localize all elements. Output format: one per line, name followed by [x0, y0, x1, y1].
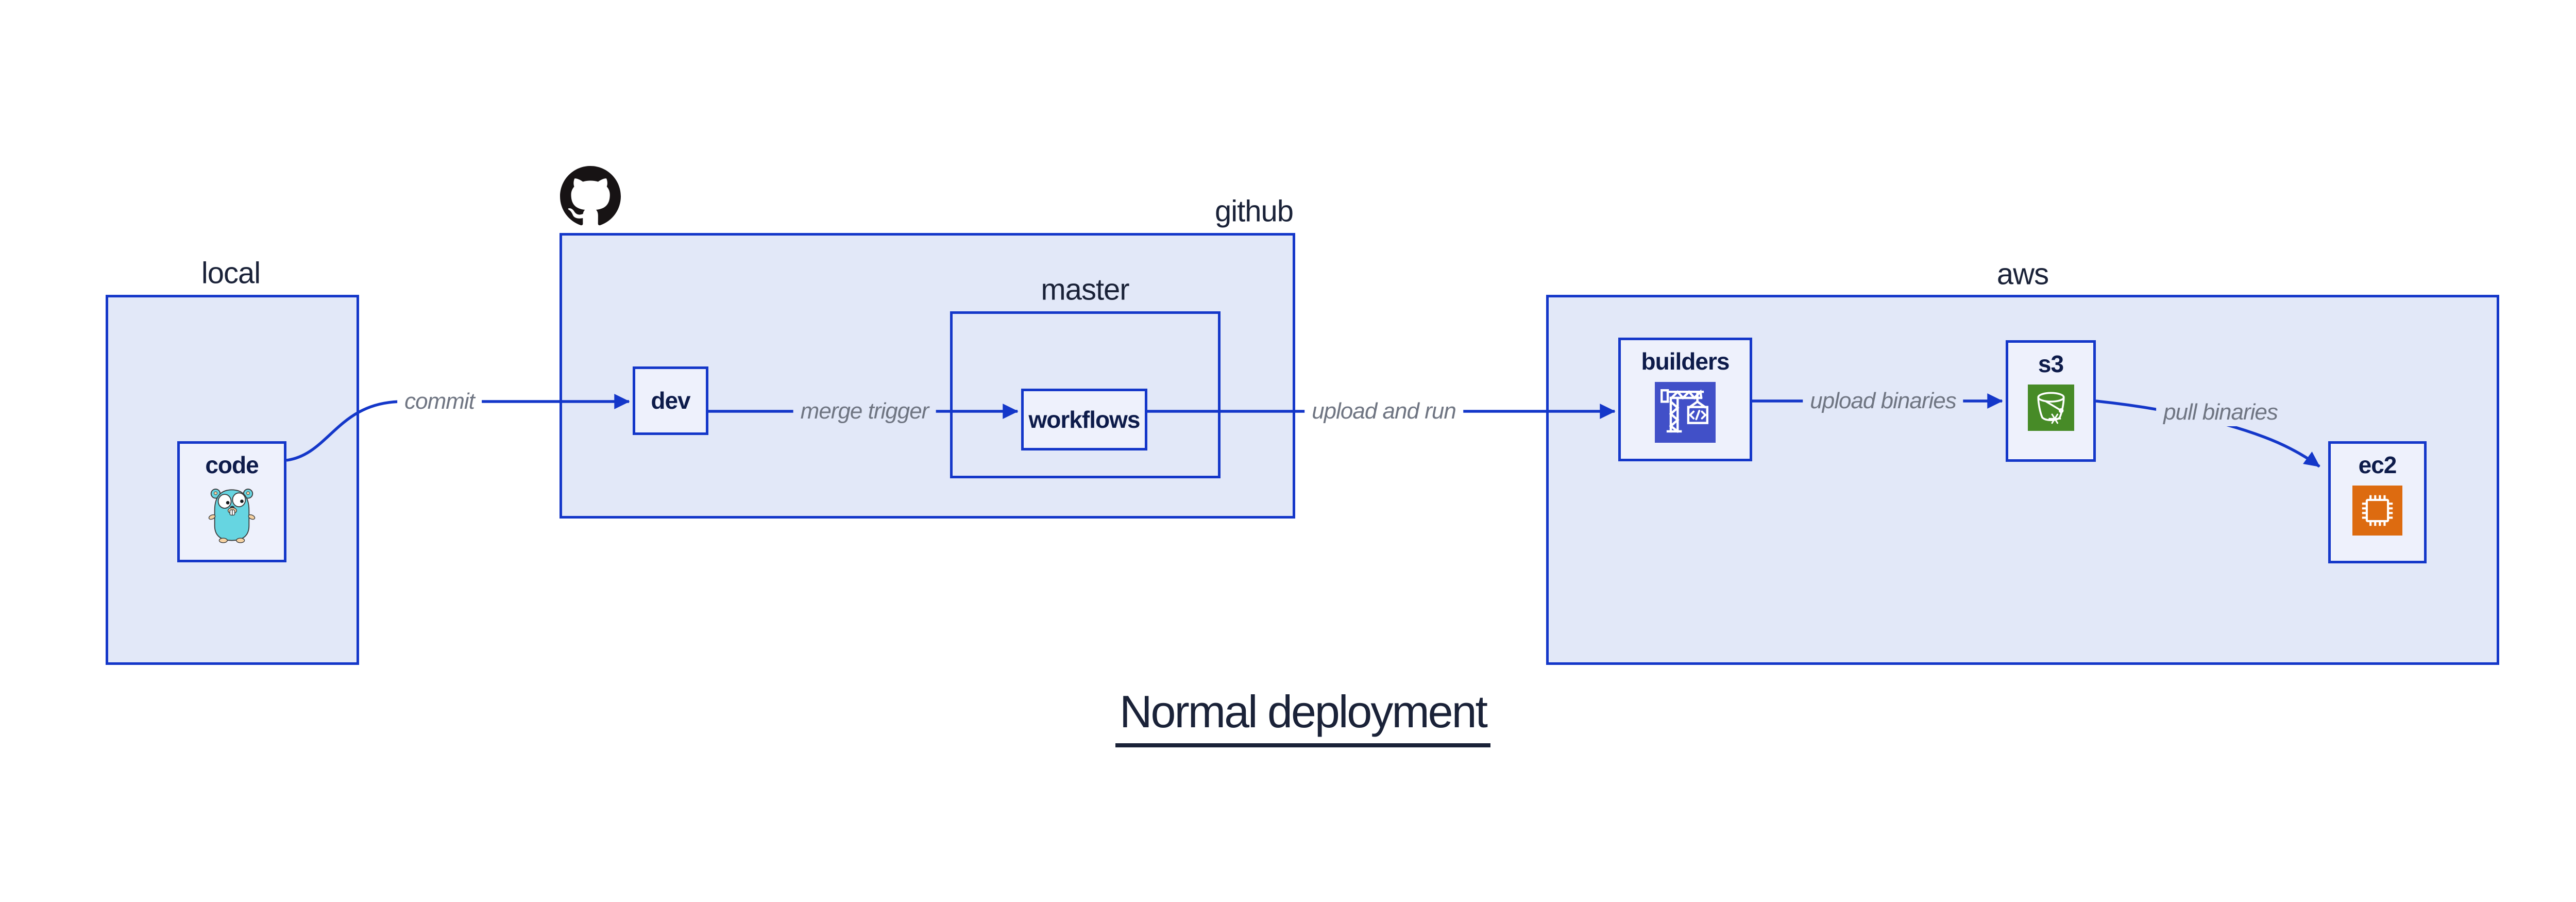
node-ec2: ec2 — [2328, 441, 2427, 563]
node-label-dev: dev — [651, 387, 690, 414]
s3-bucket-icon — [2027, 384, 2074, 431]
node-label-workflows: workflows — [1028, 406, 1141, 433]
group-label-github: github — [1214, 194, 1294, 228]
group-label-local: local — [201, 256, 261, 290]
node-s3: s3 — [2006, 340, 2096, 462]
codebuild-crane-icon — [1655, 381, 1716, 443]
ec2-chip-icon — [2352, 485, 2402, 536]
group-label-aws: aws — [1996, 257, 2049, 291]
diagram-title: Normal deployment — [1115, 686, 1490, 747]
edge-label-merge-trigger: merge trigger — [793, 397, 936, 425]
node-workflows: workflows — [1021, 389, 1147, 450]
node-builders: builders — [1618, 338, 1752, 461]
node-label-s3: s3 — [2038, 350, 2064, 377]
edge-label-pull-binaries: pull binaries — [2156, 398, 2285, 426]
edge-label-upload-binaries: upload binaries — [1803, 387, 1963, 415]
github-logo-icon — [560, 166, 621, 226]
node-dev: dev — [633, 366, 708, 435]
node-label-builders: builders — [1641, 348, 1730, 375]
edge-label-commit: commit — [397, 388, 482, 415]
group-label-master: master — [1041, 273, 1129, 307]
node-code: code — [177, 441, 286, 562]
node-label-ec2: ec2 — [2358, 452, 2397, 478]
edge-label-upload-and-run: upload and run — [1304, 397, 1463, 425]
node-label-code: code — [205, 452, 259, 478]
go-gopher-icon — [208, 488, 256, 543]
